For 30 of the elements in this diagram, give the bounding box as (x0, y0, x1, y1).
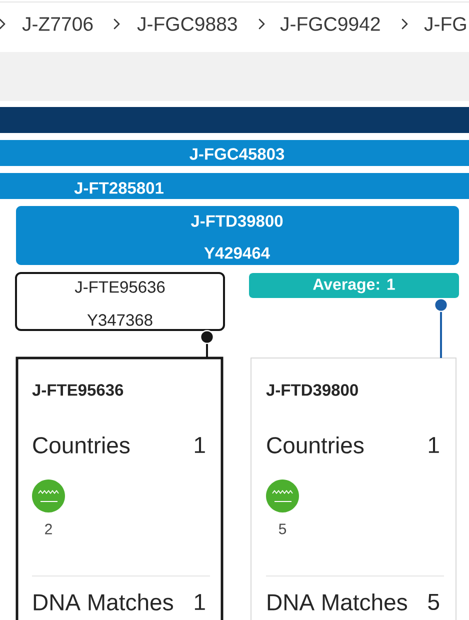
breadcrumb-item: J-FGC9942 (280, 17, 380, 31)
average-badge: Average: 1 (249, 273, 459, 298)
haplogroup-name: J-FTE95636 (74, 281, 165, 293)
row-label: Countries (267, 436, 364, 454)
haplogroup-bar: J-FGC45803 (0, 140, 469, 166)
breadcrumb-item: J-Z7706 (22, 17, 93, 31)
haplogroup-bar: J-FT285801 (0, 173, 469, 199)
row-value: 1 (428, 437, 439, 453)
haplogroup-name: J-FTD39800 (190, 215, 283, 227)
country-count: 2 (45, 524, 52, 534)
haplogroup-bar (0, 107, 469, 133)
connector-line (434, 298, 448, 358)
variant-name: Y347368 (87, 314, 152, 326)
breadcrumb-item: J-FG (424, 17, 466, 31)
breadcrumb-item: J-FGC9883 (137, 17, 237, 31)
card-title: J-FTD39800 (266, 384, 358, 396)
connector-line (200, 330, 214, 358)
row-value: 5 (428, 594, 440, 610)
haplogroup-box (16, 206, 459, 265)
result-card (16, 356, 224, 620)
row-label: DNA Matches (268, 594, 407, 610)
variant-name: Y429464 (204, 247, 270, 259)
row-label: DNA Matches (34, 594, 173, 610)
country-count: 5 (278, 524, 286, 534)
row-value: 1 (194, 594, 205, 610)
row-label: Countries (33, 436, 130, 454)
result-card (250, 358, 456, 620)
card-title: J-FTE95636 (32, 384, 124, 396)
row-value: 1 (194, 437, 205, 453)
branch-box (15, 272, 225, 331)
